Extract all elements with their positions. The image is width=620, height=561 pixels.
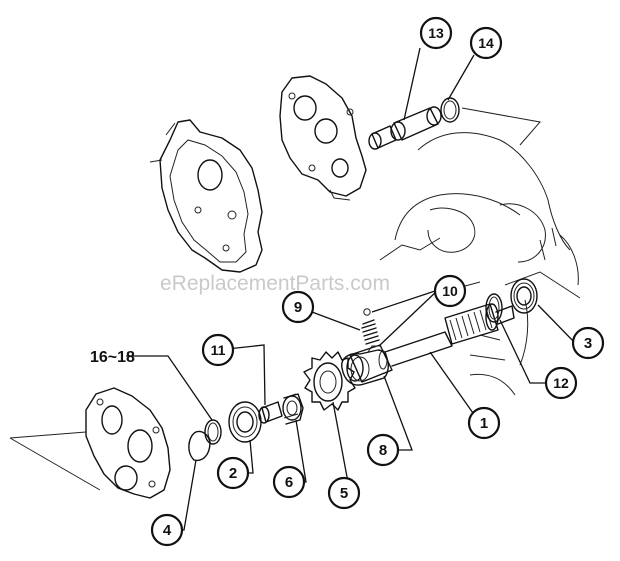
svg-text:13: 13 xyxy=(428,25,444,41)
svg-text:3: 3 xyxy=(584,335,592,352)
sprocket xyxy=(303,351,356,411)
transmission-housing xyxy=(379,132,581,396)
svg-text:10: 10 xyxy=(442,283,458,299)
callout-4[interactable]: 4 xyxy=(150,513,184,547)
callout-8[interactable]: 8 xyxy=(366,433,400,467)
snap-rings xyxy=(188,419,222,462)
needle-bearing xyxy=(282,393,304,425)
snap-ring-12 xyxy=(485,293,503,323)
svg-text:4: 4 xyxy=(163,522,172,539)
callout-14[interactable]: 14 xyxy=(469,26,503,60)
watermark-text: eReplacementParts.com xyxy=(160,272,390,295)
callout-16-18-label: 16~18 xyxy=(90,349,135,366)
svg-text:2: 2 xyxy=(229,465,237,482)
ball-bearing-3 xyxy=(510,278,538,314)
callout-6[interactable]: 6 xyxy=(272,465,306,499)
shaft-collar xyxy=(341,345,389,386)
spring-and-ball xyxy=(361,308,380,345)
svg-text:14: 14 xyxy=(478,35,494,51)
svg-text:5: 5 xyxy=(340,485,348,502)
callout-1[interactable]: 1 xyxy=(467,406,501,440)
svg-text:11: 11 xyxy=(211,342,226,358)
svg-text:12: 12 xyxy=(553,375,569,391)
callout-10[interactable]: 10 xyxy=(433,274,467,308)
callout-11[interactable]: 11 xyxy=(201,333,235,367)
svg-text:1: 1 xyxy=(480,415,488,432)
svg-text:8: 8 xyxy=(379,442,387,459)
callout-16-18[interactable]: 16~18 xyxy=(90,349,135,366)
bushing-small xyxy=(258,401,283,424)
svg-text:6: 6 xyxy=(285,474,293,491)
callout-3[interactable]: 3 xyxy=(571,326,605,360)
housing-flange xyxy=(149,119,263,273)
callout-13[interactable]: 13 xyxy=(419,16,453,50)
cover-plate-upper xyxy=(279,75,367,201)
bushing-assembly xyxy=(368,97,541,150)
callout-2[interactable]: 2 xyxy=(216,456,250,490)
cover-plate-lower xyxy=(9,387,171,499)
ball-bearing-2 xyxy=(228,401,262,443)
output-shaft xyxy=(346,303,515,383)
callout-12[interactable]: 12 xyxy=(544,366,578,400)
callout-9[interactable]: 9 xyxy=(281,290,315,324)
svg-text:9: 9 xyxy=(294,299,302,316)
callout-5[interactable]: 5 xyxy=(327,476,361,510)
